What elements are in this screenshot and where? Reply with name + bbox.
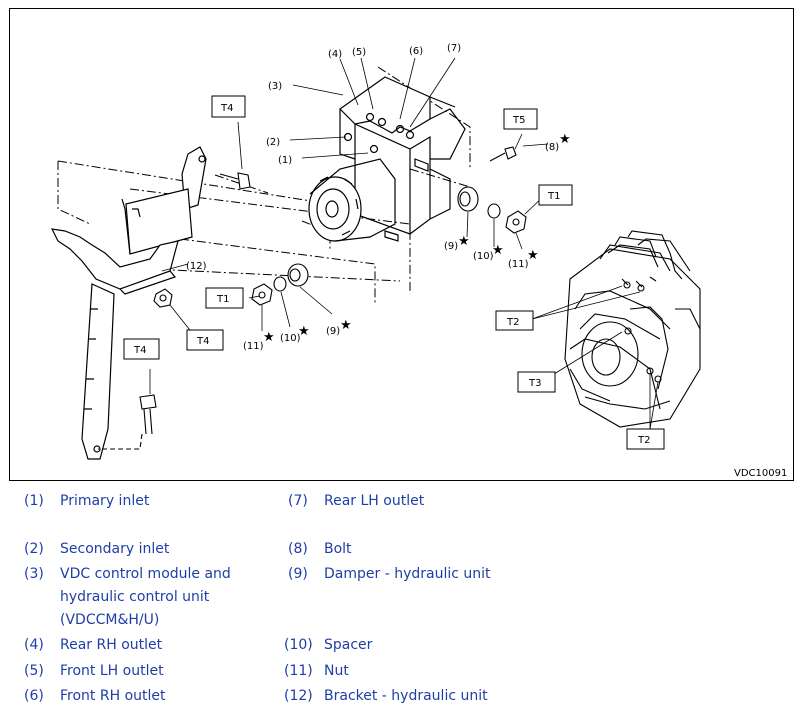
legend-text-line2: hydraulic control unit (60, 589, 210, 605)
torque-t4-bottom: T4 (133, 345, 146, 356)
legend-text: Rear RH outlet (60, 637, 163, 653)
callout-9b: (9) (326, 326, 340, 337)
callout-4: (4) (328, 49, 342, 60)
legend-num: (9) (288, 566, 308, 582)
figure-code: VDC10091 (734, 468, 787, 479)
torque-t2-lower: T2 (637, 435, 650, 446)
legend-text: Bolt (324, 541, 352, 557)
callout-11: (11) (508, 259, 529, 270)
star-9b: ★ (340, 318, 352, 333)
torque-boxes (123, 95, 665, 450)
legend-text: Spacer (324, 637, 373, 653)
legend-num: (7) (288, 493, 308, 509)
leader-lines (149, 57, 659, 430)
callout-9: (9) (444, 241, 458, 252)
legend-num: (2) (24, 541, 44, 557)
callout-2: (2) (266, 137, 280, 148)
star-9: ★ (458, 234, 470, 249)
callout-3: (3) (268, 81, 282, 92)
torque-t3: T3 (528, 378, 541, 389)
exploded-diagram: (1) (2) (3) (4) (5) (6) (7) (8) (9) (10)… (9, 8, 794, 481)
callout-6: (6) (409, 46, 423, 57)
legend-text: Damper - hydraulic unit (324, 566, 491, 582)
torque-t2-upper: T2 (506, 317, 519, 328)
legend-text: Rear LH outlet (324, 493, 425, 509)
legend-text-line3: (VDCCM&H/U) (60, 612, 160, 628)
legend-text: Front LH outlet (60, 663, 164, 679)
legend-num: (11) (284, 663, 313, 679)
legend-text: Bracket - hydraulic unit (324, 688, 488, 704)
star-10: ★ (492, 243, 504, 258)
legend-text: Primary inlet (60, 493, 150, 509)
callout-11b: (11) (243, 341, 264, 352)
legend-text: Nut (324, 663, 349, 679)
callout-1: (1) (278, 155, 292, 166)
callout-10b: (10) (280, 333, 301, 344)
callout-12: (12) (186, 261, 207, 272)
callout-5: (5) (352, 47, 366, 58)
legend-num: (5) (24, 663, 44, 679)
torque-t1-left: T1 (216, 294, 229, 305)
callout-7: (7) (447, 43, 461, 54)
bracket-hydraulic-unit (50, 146, 207, 460)
legend-num: (3) (24, 566, 44, 582)
diagram-canvas: (1) (2) (3) (4) (5) (6) (7) (8) (9) (10)… (50, 43, 787, 479)
star-10b: ★ (298, 324, 310, 339)
legend-num: (8) (288, 541, 308, 557)
legend-num: (6) (24, 688, 44, 704)
torque-t5: T5 (512, 115, 525, 126)
torque-t4-mid: T4 (196, 336, 209, 347)
legend-text: VDC control module and (60, 566, 231, 582)
torque-t4-top: T4 (220, 103, 233, 114)
legend-text: Secondary inlet (60, 541, 170, 557)
legend-num: (1) (24, 493, 44, 509)
callout-10: (10) (473, 251, 494, 262)
star-11b: ★ (263, 330, 275, 345)
star-11: ★ (527, 248, 539, 263)
legend-num: (10) (284, 637, 313, 653)
installed-unit-view (564, 230, 701, 428)
legend-num: (4) (24, 637, 44, 653)
callout-8: (8) (545, 142, 559, 153)
star-8: ★ (559, 132, 571, 147)
legend-num: (12) (284, 688, 313, 704)
vdc-control-module-hydraulic-unit (308, 76, 466, 242)
torque-t1-right: T1 (547, 191, 560, 202)
legend-text: Front RH outlet (60, 688, 166, 704)
